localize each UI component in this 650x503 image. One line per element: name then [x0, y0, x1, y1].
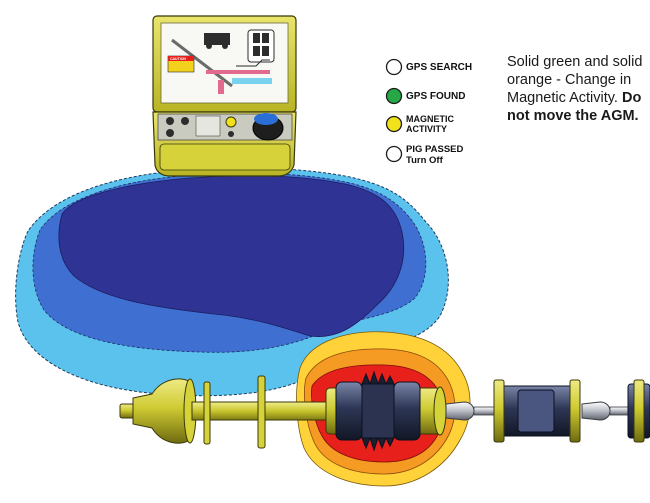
legend-label-magnetic: MAGNETIC ACTIVITY: [406, 114, 454, 134]
agm-knob-1: [166, 117, 174, 125]
agm-base-front: [159, 143, 291, 171]
pig-link-2: [609, 406, 629, 416]
legend-icons: [385, 58, 403, 163]
pig-module-2-collar-b: [569, 379, 581, 443]
agm-knob-2: [166, 129, 174, 137]
pig-nose-tip: [119, 403, 135, 419]
agm-button-1: [228, 131, 234, 137]
agm-screen-illustration: CAUTION: [167, 29, 275, 94]
agm-label-plate: [195, 115, 221, 137]
activity-note-warning: Do not move the AGM.: [507, 90, 642, 124]
pig-disc-1: [203, 381, 211, 445]
legend-label-pig-passed-line2: Turn Off: [406, 154, 443, 166]
pig-module-2-band: [517, 389, 555, 433]
pig-brush-2: [393, 381, 421, 441]
pig-coupling-2: [581, 401, 611, 421]
pig-module-2-collar-a: [493, 379, 505, 443]
agm-screen-caution: CAUTION: [170, 57, 186, 61]
agm-battery-cap-top: [254, 113, 278, 125]
agm-status-light: [225, 116, 237, 128]
pig-brush-1: [335, 381, 363, 441]
legend-icon-gps-search: [385, 58, 403, 76]
legend-icon-gps-found: [385, 87, 403, 105]
legend-label-pig-passed: PIG PASSED Turn Off: [406, 144, 464, 166]
pig-link-1: [473, 406, 495, 416]
pig-cup-end: [433, 386, 447, 436]
legend-icon-magnetic-activity: [385, 115, 403, 133]
activity-note-text: Solid green and solid orange - Change in…: [507, 54, 643, 106]
legend-label-magnetic-line2: ACTIVITY: [406, 124, 448, 134]
pig-tail-collar: [633, 379, 645, 443]
pipeline-pig: [119, 370, 650, 452]
pig-magnet-teeth: [361, 370, 395, 452]
legend-label-gps-found: GPS FOUND: [406, 91, 466, 102]
legend-label-magnetic-line1: MAGNETIC: [406, 114, 454, 124]
agm-device: CAUTION: [152, 15, 297, 177]
legend-icon-pig-passed: [385, 145, 403, 163]
legend-label-gps-search: GPS SEARCH: [406, 62, 473, 73]
agm-knob-3: [181, 117, 189, 125]
activity-note: Solid green and solid orange - Change in…: [507, 53, 647, 125]
pig-disc-2: [257, 375, 266, 449]
legend-label-pig-passed-line1: PIG PASSED: [406, 144, 464, 155]
detection-field: [15, 167, 449, 397]
pig-coupling-1: [445, 401, 475, 421]
